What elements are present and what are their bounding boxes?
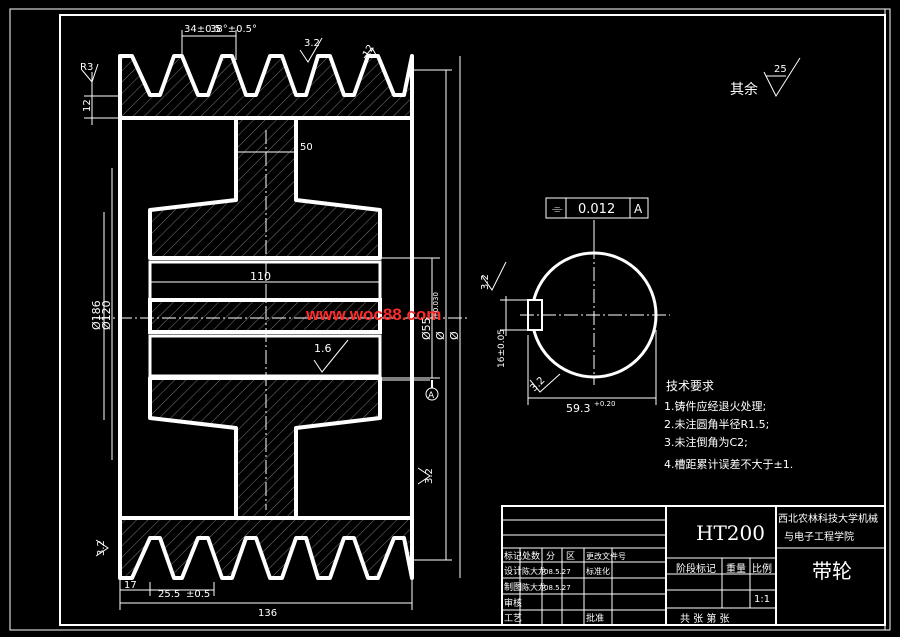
title-block-frame <box>501 505 886 626</box>
pulley-dimensions <box>84 30 461 610</box>
svg-text:审核: 审核 <box>504 597 522 609</box>
bore-tolerance: +0.030 <box>432 292 440 318</box>
svg-text:08.5.27: 08.5.27 <box>544 584 571 592</box>
scale-header: 比例 <box>752 562 772 575</box>
hub-end-view <box>481 197 670 405</box>
watermark: www.woc88.com <box>305 305 441 324</box>
school-line-2: 与电子工程学院 <box>784 530 854 543</box>
dim-plus-minus: ±0.5 <box>186 589 210 600</box>
rest-roughness-symbol <box>763 57 801 98</box>
tech-note-3: 3.未注倒角为C2; <box>664 435 748 449</box>
material: HT200 <box>696 521 765 545</box>
scale-value: 1:1 <box>754 594 770 605</box>
svg-text:设计: 设计 <box>504 565 522 577</box>
rest-roughness: 25 <box>774 64 787 75</box>
pitch-dim: 34±0.5 <box>184 24 221 35</box>
tech-notes-title: 技术要求 <box>666 379 714 393</box>
tolerance-datum: A <box>634 202 643 216</box>
keyway-width: 16±0.05 <box>497 329 507 368</box>
upper-web <box>148 116 382 260</box>
svg-text:08.5.27: 08.5.27 <box>544 568 571 576</box>
svg-text:陈大龙: 陈大龙 <box>522 582 546 592</box>
hub-width: 50 <box>300 142 313 153</box>
tech-note-2: 2.未注圆角半径R1.5; <box>664 417 769 431</box>
bottom-rim <box>118 516 414 580</box>
stage-header: 阶段标记 <box>676 562 716 575</box>
keyway-depth: 59.3 <box>566 402 591 415</box>
dia-right-1: Ø <box>434 331 447 340</box>
keyway-roughness-2: 3.2 <box>528 375 547 394</box>
left-roughness: 3.2 <box>96 540 107 556</box>
svg-text:处数: 处数 <box>522 550 540 562</box>
rest-label: 其余 <box>730 81 758 98</box>
svg-text:标准化: 标准化 <box>586 566 610 576</box>
bore-length: 110 <box>250 270 271 283</box>
dia-inner: Ø120 <box>100 300 113 330</box>
dia-bore: Ø55 <box>420 317 433 340</box>
dim-136: 136 <box>258 608 277 619</box>
svg-text:工艺: 工艺 <box>504 613 522 624</box>
svg-text:陈大龙: 陈大龙 <box>522 566 546 576</box>
keyway-tolerance: +0.20 <box>594 400 615 408</box>
dim-25-5: 25.5 <box>158 589 180 600</box>
keyway-roughness: 3.2 <box>480 274 491 290</box>
dia-right-2: Ø <box>448 331 461 340</box>
hub-roughness: 3.2 <box>424 468 435 484</box>
svg-text:制图: 制图 <box>504 581 522 593</box>
tolerance-symbol: ⌯ <box>552 202 563 217</box>
svg-text:区: 区 <box>566 551 575 562</box>
school-line-1: 西北农林科技大学机械 <box>778 512 878 525</box>
svg-text:批准: 批准 <box>586 612 604 624</box>
svg-text:标记: 标记 <box>504 550 522 562</box>
groove-angle: 38°±0.5° <box>210 24 257 35</box>
datum-label: A <box>428 391 435 401</box>
svg-text:分: 分 <box>546 551 555 562</box>
weight-header: 重量 <box>726 562 746 575</box>
bore-lower <box>148 334 382 378</box>
groove-roughness: 3.2 <box>304 38 320 49</box>
rim-height: 12 <box>82 99 93 112</box>
top-rim <box>118 54 414 120</box>
revision-table: 标记 处数 分 区 更改文件号 设计 陈大龙 08.5.27 标准化 制图 陈大… <box>504 550 626 624</box>
sheet-count: 共 张 第 张 <box>680 612 730 625</box>
part-name: 带轮 <box>812 559 852 583</box>
outer-border <box>9 8 891 631</box>
dia-outer: Ø186 <box>90 300 103 330</box>
dim-17: 17 <box>124 580 137 591</box>
bore-roughness: 1.6 <box>314 342 332 355</box>
small-radius: R3 <box>80 62 93 73</box>
tolerance-value: 0.012 <box>578 202 615 217</box>
tech-note-4: 4.槽距累计误差不大于±1. <box>664 457 793 471</box>
svg-text:更改文件号: 更改文件号 <box>586 551 626 561</box>
tech-note-1: 1.铸件应经退火处理; <box>664 399 766 413</box>
lower-web <box>148 376 382 520</box>
keyway <box>148 298 382 334</box>
roughness-marks <box>81 37 431 557</box>
